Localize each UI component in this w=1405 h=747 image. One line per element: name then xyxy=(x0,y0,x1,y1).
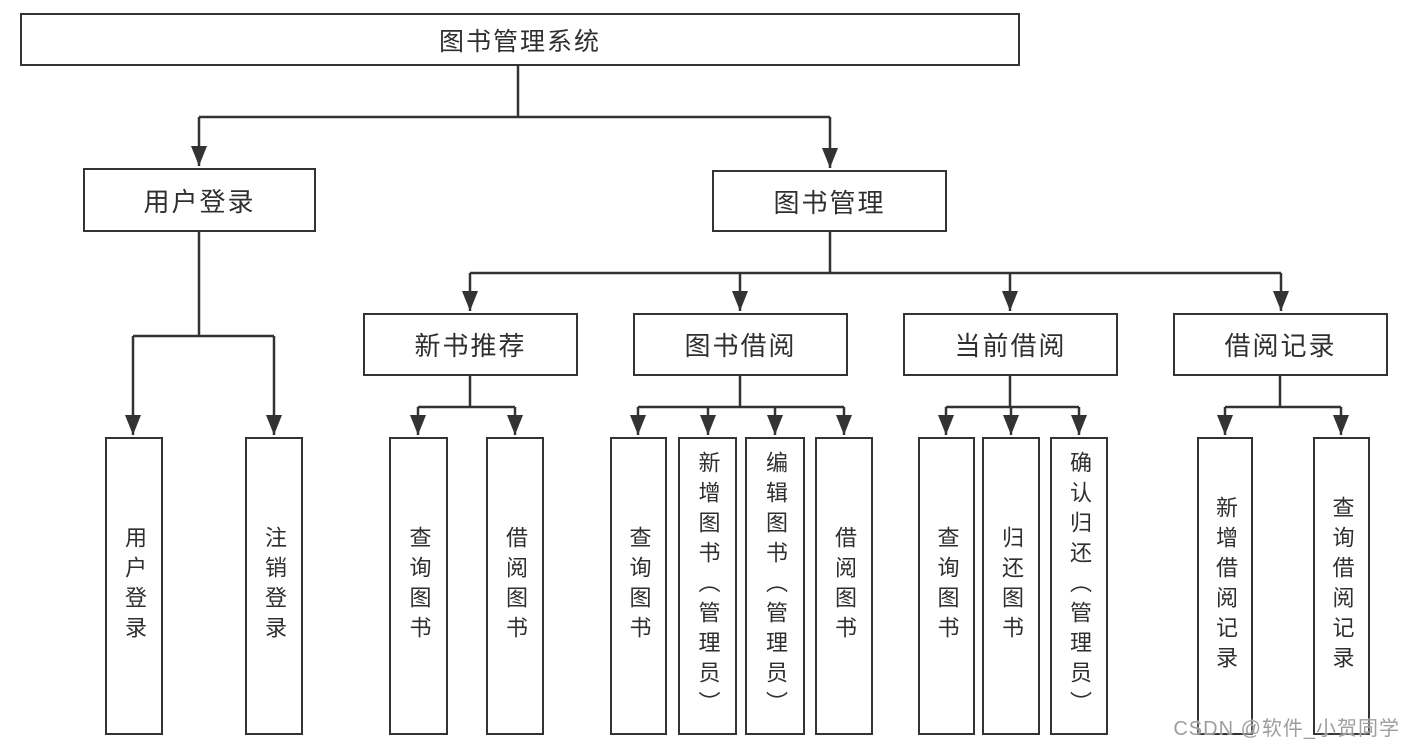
leaf-query-books-current: 查询图书 xyxy=(918,437,975,735)
node-book-borrowing: 图书借阅 xyxy=(633,313,848,376)
node-library-management-system: 图书管理系统 xyxy=(20,13,1020,66)
node-borrowing-records: 借阅记录 xyxy=(1173,313,1388,376)
leaf-borrow-books: 借阅图书 xyxy=(815,437,873,735)
leaf-add-books-admin: 新增图书（管理员） xyxy=(678,437,737,735)
leaf-query-borrow-record: 查询借阅记录 xyxy=(1313,437,1370,735)
leaf-query-books-borrow: 查询图书 xyxy=(610,437,667,735)
leaf-return-books: 归还图书 xyxy=(982,437,1040,735)
leaf-add-borrow-record: 新增借阅记录 xyxy=(1197,437,1253,735)
node-current-borrowing: 当前借阅 xyxy=(903,313,1118,376)
node-new-book-recommendation: 新书推荐 xyxy=(363,313,578,376)
leaf-edit-books-admin: 编辑图书（管理员） xyxy=(745,437,805,735)
csdn-watermark: CSDN @软件_小贺同学 xyxy=(1173,718,1400,740)
node-book-management: 图书管理 xyxy=(712,170,947,232)
leaf-logout: 注销登录 xyxy=(245,437,303,735)
leaf-confirm-return-admin: 确认归还（管理员） xyxy=(1050,437,1108,735)
leaf-user-login: 用户登录 xyxy=(105,437,163,735)
leaf-borrow-books-recommend: 借阅图书 xyxy=(486,437,544,735)
node-user-login-group: 用户登录 xyxy=(83,168,316,232)
leaf-query-books-recommend: 查询图书 xyxy=(389,437,448,735)
